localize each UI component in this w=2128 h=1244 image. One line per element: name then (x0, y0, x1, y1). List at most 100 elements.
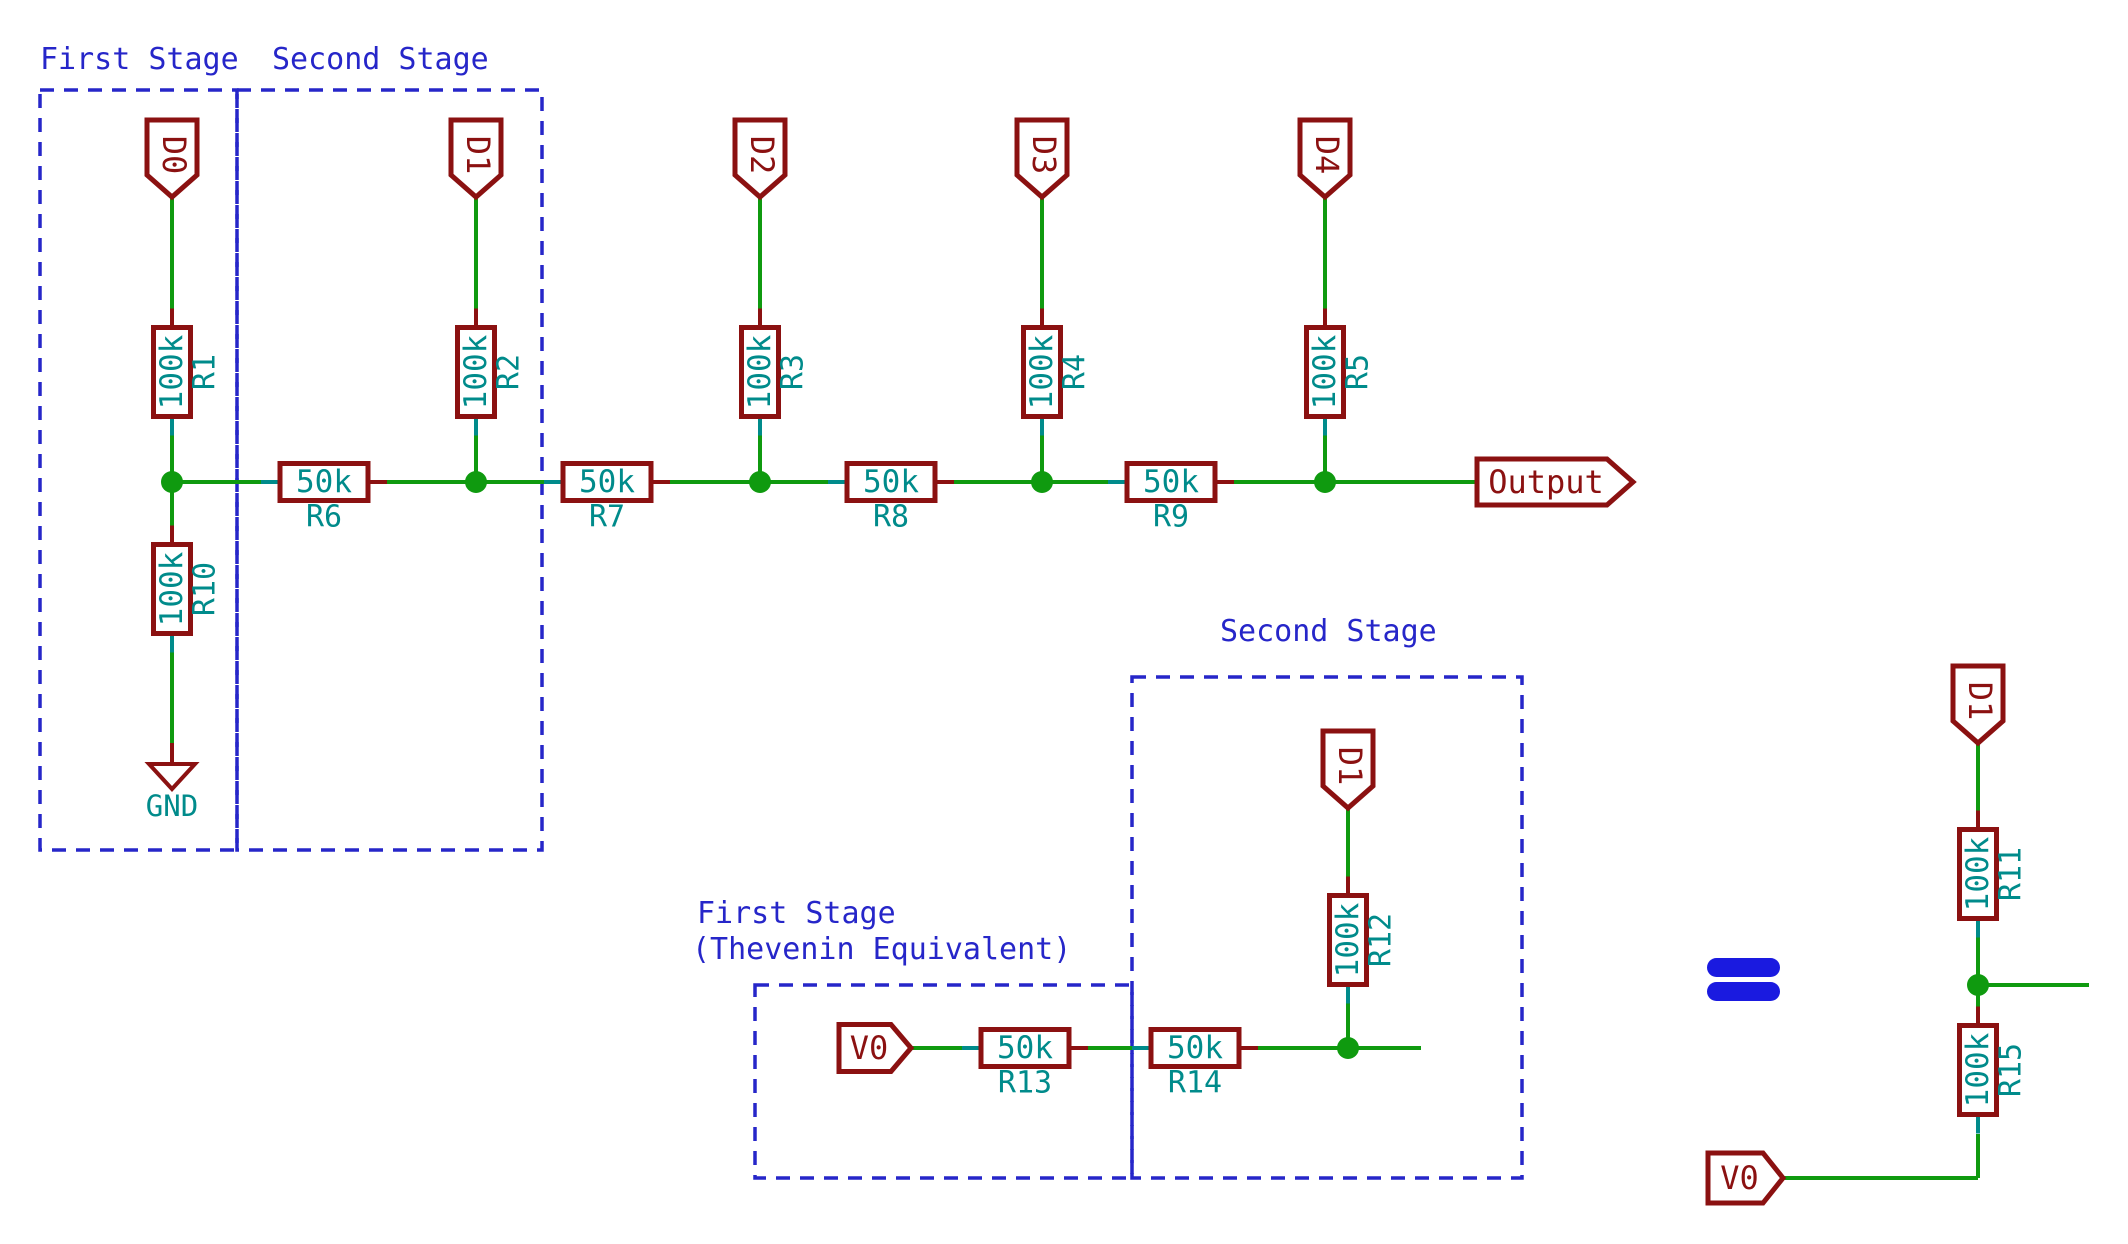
gnd-triangle-icon (144, 762, 200, 792)
resistor-body (277, 461, 371, 503)
resistor-body (1148, 1027, 1242, 1069)
port-label: Output (1488, 463, 1604, 501)
port-shape (1297, 117, 1353, 201)
port-label: D1 (459, 136, 497, 175)
resistor-body (151, 325, 193, 419)
annotation-box-second-stage-lower (1130, 675, 1524, 1180)
resistor-value: 100k (458, 334, 494, 409)
resistor-ref: R10 (188, 562, 223, 616)
port-shape (1320, 728, 1376, 812)
resistor-ref: R15 (1994, 1043, 2029, 1097)
resistor-value: 100k (1307, 334, 1343, 409)
port-d4[interactable]: D4 (1297, 117, 1353, 201)
port-shape (1014, 117, 1070, 201)
equivalence-icon (1707, 958, 1780, 1001)
junction-dot (1337, 1037, 1359, 1059)
port-output[interactable]: Output (1474, 456, 1637, 508)
port-shape (836, 1022, 915, 1074)
resistor-body (560, 461, 654, 503)
resistor-ref: R8 (873, 500, 909, 535)
resistor-value: 100k (1330, 902, 1366, 977)
junction-dot (1967, 974, 1989, 996)
resistor-value: 50k (863, 464, 919, 500)
resistor-body (978, 1027, 1072, 1069)
resistor-ref: R6 (306, 500, 342, 535)
annotation-title-first-stage-top: First Stage (40, 42, 239, 77)
resistor-ref: R11 (1994, 847, 2029, 901)
port-label: D2 (743, 136, 781, 175)
annotation-box-first-stage-top (38, 88, 239, 852)
port-shape (1705, 1150, 1787, 1206)
resistor-body (739, 325, 781, 419)
gnd-label: GND (146, 789, 198, 823)
junction-dot (1314, 471, 1336, 493)
junction-dot (1031, 471, 1053, 493)
resistor-ref: R3 (776, 354, 811, 390)
port-shape (1474, 456, 1637, 508)
port-d1[interactable]: D1 (448, 117, 504, 201)
equivalence-bar (1707, 982, 1780, 1001)
resistor-value: 100k (742, 334, 778, 409)
resistor-value: 50k (997, 1030, 1053, 1066)
resistor-ref: R12 (1364, 913, 1399, 967)
port-d1-right[interactable]: D1 (1950, 663, 2006, 747)
resistor-body (1304, 325, 1346, 419)
resistor-ref: R7 (589, 500, 625, 535)
resistor-ref: R13 (998, 1066, 1052, 1101)
port-v0-mid[interactable]: V0 (836, 1022, 915, 1074)
resistor-body (844, 461, 938, 503)
port-label: V0 (850, 1029, 889, 1067)
port-label: D1 (1961, 682, 1999, 721)
resistor-value: 50k (1167, 1030, 1223, 1066)
resistor-ref: R9 (1153, 500, 1189, 535)
resistor-ref: R1 (188, 354, 223, 390)
resistor-body (1021, 325, 1063, 419)
resistor-body (1957, 827, 1999, 921)
port-d1-mid[interactable]: D1 (1320, 728, 1376, 812)
resistor-ref: R14 (1168, 1066, 1222, 1101)
resistor-value: 100k (1960, 836, 1996, 911)
port-shape (448, 117, 504, 201)
resistor-body (1124, 461, 1218, 503)
resistor-ref: R4 (1058, 354, 1093, 390)
annotation-title-second-stage-top: Second Stage (272, 42, 489, 77)
junction-dot (749, 471, 771, 493)
port-shape (1950, 663, 2006, 747)
annotation-box-second-stage-top (235, 88, 544, 852)
resistor-body (455, 325, 497, 419)
port-d2[interactable]: D2 (732, 117, 788, 201)
port-label: D0 (155, 136, 193, 175)
port-shape (144, 117, 200, 201)
junction-dot (465, 471, 487, 493)
resistor-ref: R5 (1341, 354, 1376, 390)
port-label: D1 (1331, 747, 1369, 786)
junction-dot (161, 471, 183, 493)
gnd-symbol[interactable]: GND (144, 743, 200, 823)
resistor-value: 100k (154, 334, 190, 409)
port-d0[interactable]: D0 (144, 117, 200, 201)
port-label: D4 (1308, 136, 1346, 175)
equivalence-bar (1707, 958, 1780, 977)
port-d3[interactable]: D3 (1014, 117, 1070, 201)
resistor-value: 50k (296, 464, 352, 500)
resistor-value: 100k (1024, 334, 1060, 409)
resistor-body (151, 542, 193, 636)
port-v0-right[interactable]: V0 (1705, 1150, 1787, 1206)
